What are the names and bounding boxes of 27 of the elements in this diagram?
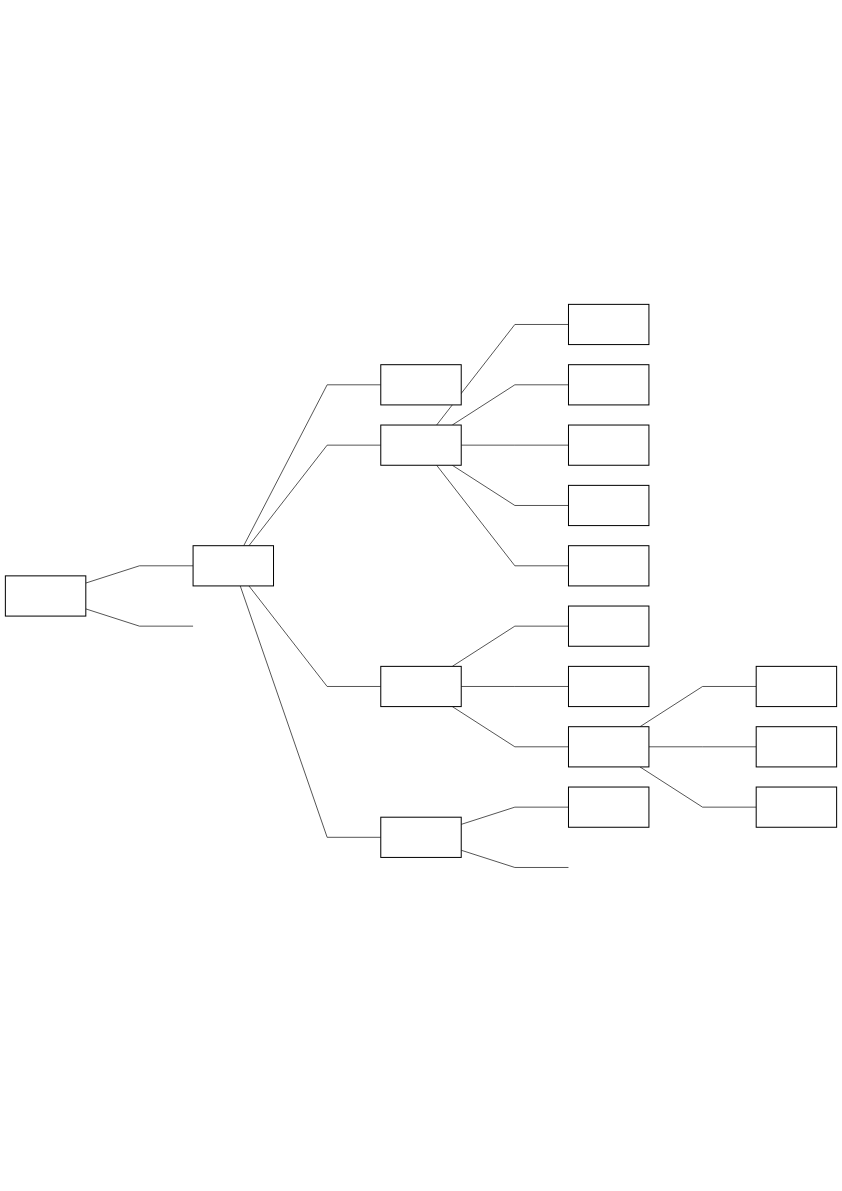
node-box [755,665,838,707]
node-box [567,605,650,647]
node-box [380,665,462,707]
node-box [755,725,838,767]
node-box [380,363,462,405]
node-box [567,786,650,828]
connector [648,746,757,747]
connector [436,323,569,425]
node-box [567,725,650,767]
connector [451,705,569,747]
connector [85,608,194,626]
connector [639,685,757,727]
connector [639,766,757,807]
node-box [567,484,650,526]
node-box [380,424,462,466]
node-box [4,574,87,617]
connector [451,464,569,506]
connector [85,565,194,583]
connector [436,464,569,566]
node-box [567,665,650,707]
node-box [567,424,650,466]
node-box [567,303,650,345]
node-box [755,786,838,828]
node-box [380,816,462,858]
node-box [192,544,275,586]
node-box [567,363,650,405]
node-box [567,544,650,586]
